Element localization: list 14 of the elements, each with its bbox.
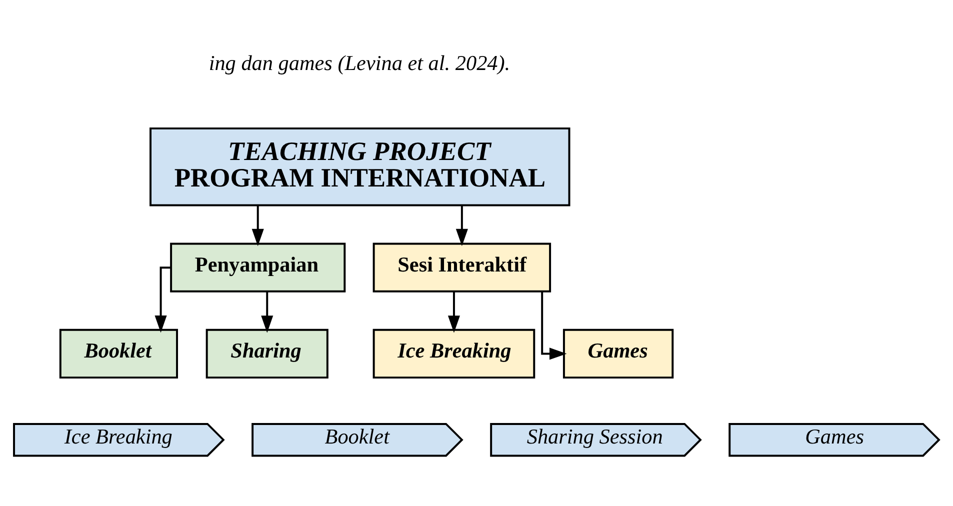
arrow xyxy=(154,266,171,333)
node-box: Sesi Interaktif xyxy=(372,242,552,292)
node-box: Penyampaian xyxy=(170,242,346,292)
arrow xyxy=(261,292,274,333)
arrow xyxy=(252,206,264,246)
label: ing dan games (Levina et al. 2024). xyxy=(208,50,510,75)
node-box: Ice Breaking xyxy=(372,328,536,379)
arrow xyxy=(456,206,468,246)
node-box: Sharing xyxy=(206,328,328,379)
arrow xyxy=(541,292,567,360)
node-box: TEACHING PROJECT PROGRAM INTERNATIONAL xyxy=(150,127,570,206)
node-box: Booklet xyxy=(59,328,178,379)
node-box: Games xyxy=(562,328,674,379)
arrow xyxy=(448,292,460,333)
